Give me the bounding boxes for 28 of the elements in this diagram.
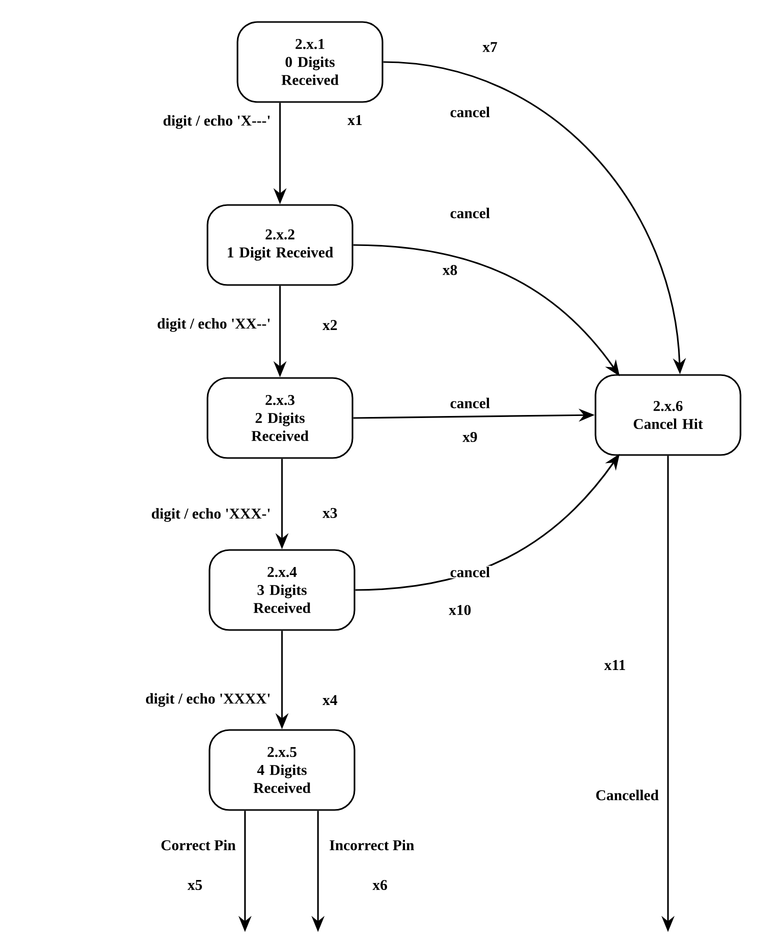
edge-label: digit / echo 'XX--' xyxy=(156,317,272,333)
transition-number: x6 xyxy=(372,878,388,892)
state-box: 2.x.3 2 Digits Received xyxy=(206,377,354,459)
transition-number: x3 xyxy=(322,506,338,520)
edge-label: cancel xyxy=(449,206,491,220)
edge-label: digit / echo 'XXXX' xyxy=(144,692,272,708)
transition-number: x10 xyxy=(448,604,472,616)
transition-number: x7 xyxy=(482,41,498,53)
transition-number: x8 xyxy=(442,264,458,276)
transition-number: x1 xyxy=(346,114,364,126)
edge-label: digit / echo 'XXX-' xyxy=(150,507,272,523)
transition-number: x5 xyxy=(186,879,204,891)
edge-label: cancel xyxy=(449,106,491,118)
transition-number: x9 xyxy=(462,430,478,444)
transition-number: x11 xyxy=(603,659,627,671)
edge-label: Cancelled xyxy=(594,788,660,802)
state-box: 2.x.5 4 Digits Received xyxy=(208,729,356,811)
state-box: 2.x.1 0 Digits Received xyxy=(236,21,384,103)
edge-label: Incorrect Pin xyxy=(328,838,416,852)
edge-label: Correct Pin xyxy=(160,838,237,852)
transition-number: x4 xyxy=(322,694,338,706)
transition-number: x2 xyxy=(322,319,338,331)
edge-label: cancel xyxy=(449,566,491,578)
state-box: 2.x.6 Cancel Hit xyxy=(594,374,742,456)
state-box: 2.x.2 1 Digit Received xyxy=(206,204,354,286)
edge-label: cancel xyxy=(449,396,491,410)
state-box: 2.x.4 3 Digits Received xyxy=(208,549,356,631)
edge-label: digit / echo 'X---' xyxy=(162,114,272,130)
